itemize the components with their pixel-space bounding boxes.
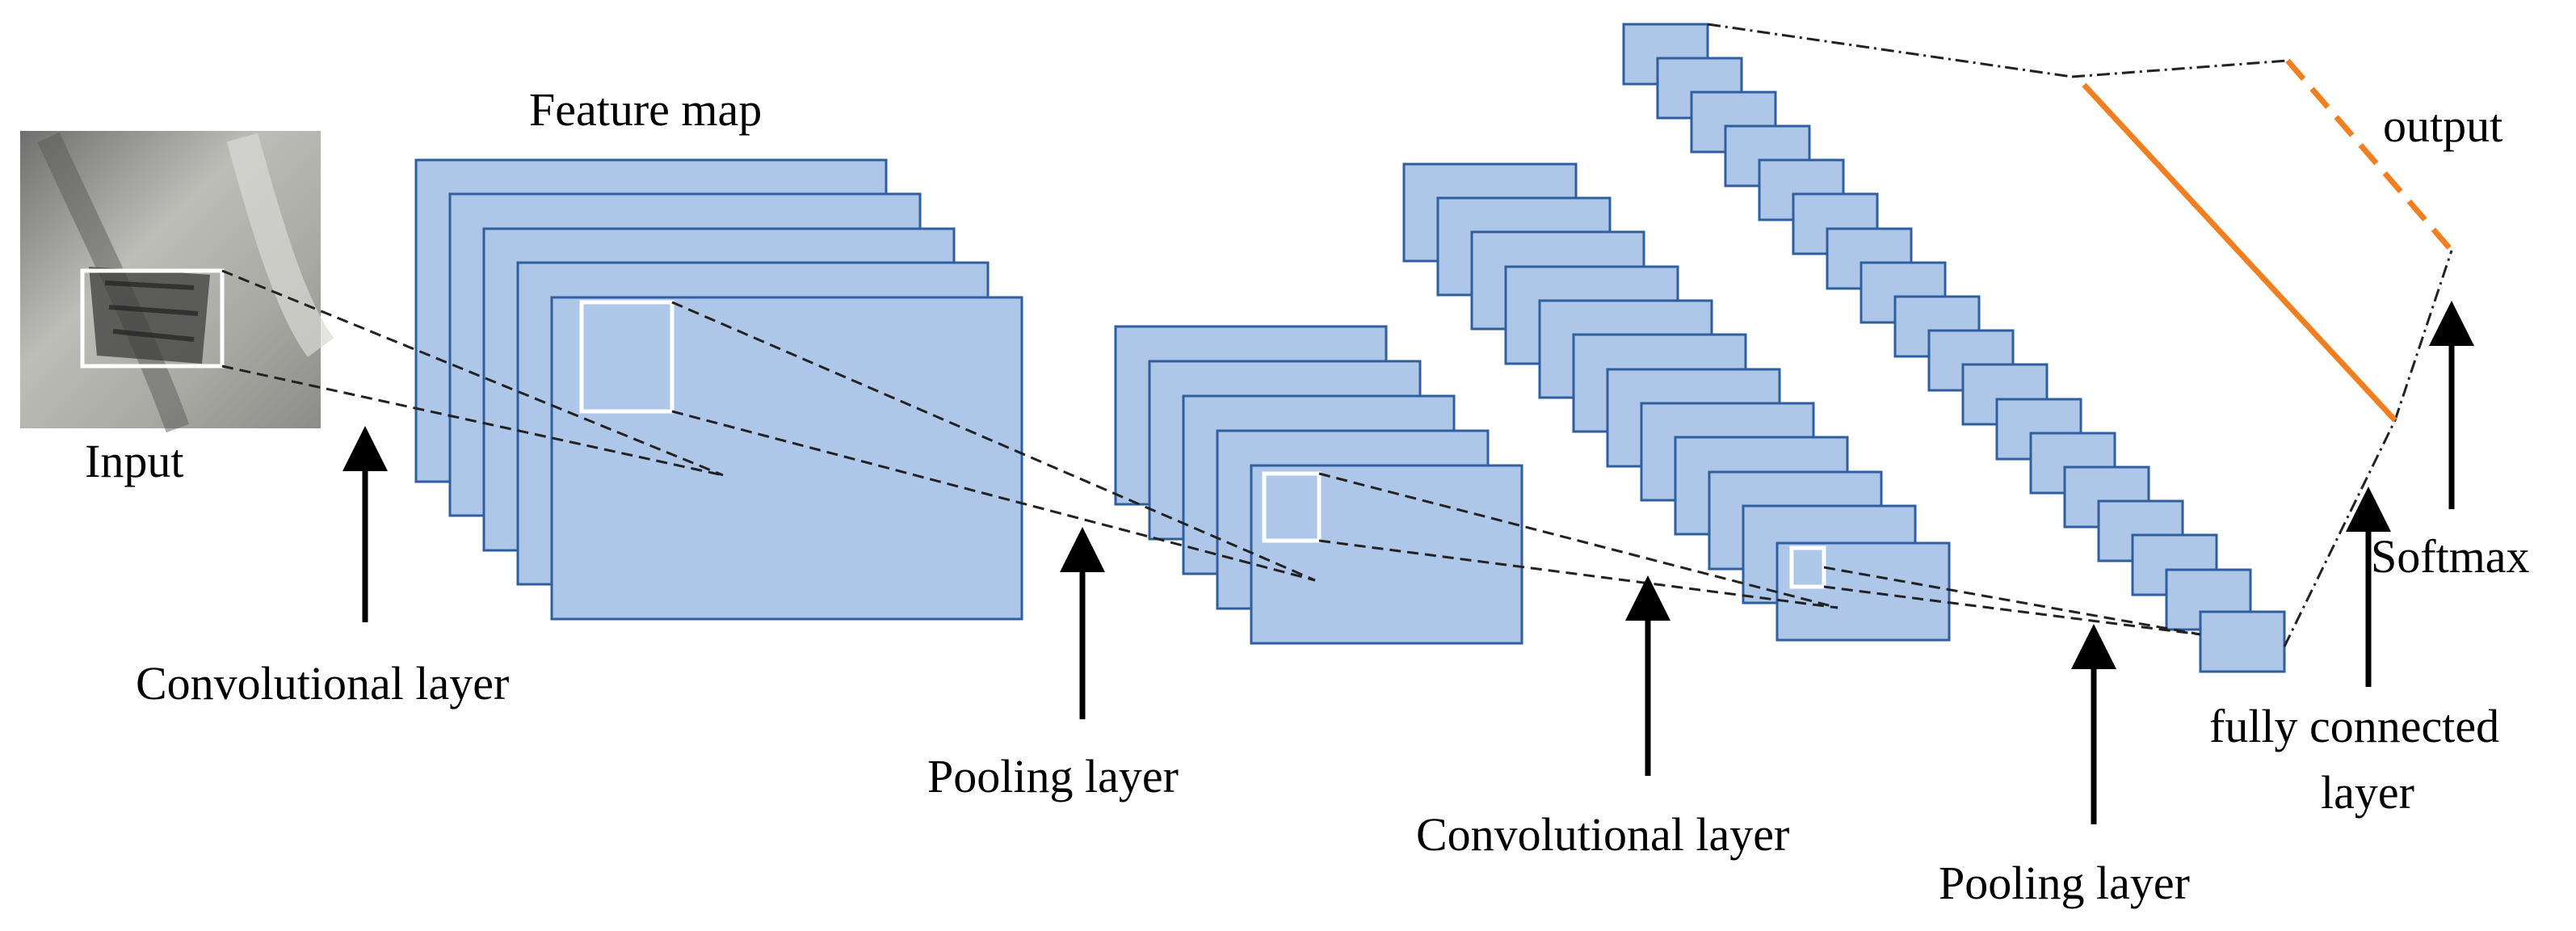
fully-connected-connections — [1707, 23, 2454, 647]
conv2-label: Convolutional layer — [1416, 808, 1789, 861]
output-label: output — [2383, 99, 2502, 152]
softmax-output-line — [2285, 58, 2454, 253]
pooling-stack-1 — [1114, 325, 1523, 645]
conv1-label: Convolutional layer — [136, 657, 509, 710]
pooling-receptive-field — [1262, 471, 1322, 543]
fc-label-line1: fully connected — [2209, 700, 2499, 752]
projection-lines — [221, 269, 2201, 636]
pooling-stack-2 — [1622, 23, 2286, 673]
input-image — [20, 131, 334, 433]
feature-map-receptive-field — [579, 300, 674, 414]
fc-output-line — [2082, 82, 2397, 423]
layer-arrows — [342, 301, 2474, 824]
fc-label-line2: layer — [2321, 766, 2414, 819]
input-label: Input — [85, 435, 183, 487]
pool1-label: Pooling layer — [927, 750, 1179, 803]
pool2-label: Pooling layer — [1939, 857, 2190, 909]
conv-stack-2 — [1402, 162, 1951, 642]
softmax-label: Softmax — [2371, 530, 2530, 583]
input-receptive-field — [80, 268, 225, 369]
feature-map-stack-1 — [414, 158, 1023, 621]
feature-map-label: Feature map — [529, 83, 762, 136]
